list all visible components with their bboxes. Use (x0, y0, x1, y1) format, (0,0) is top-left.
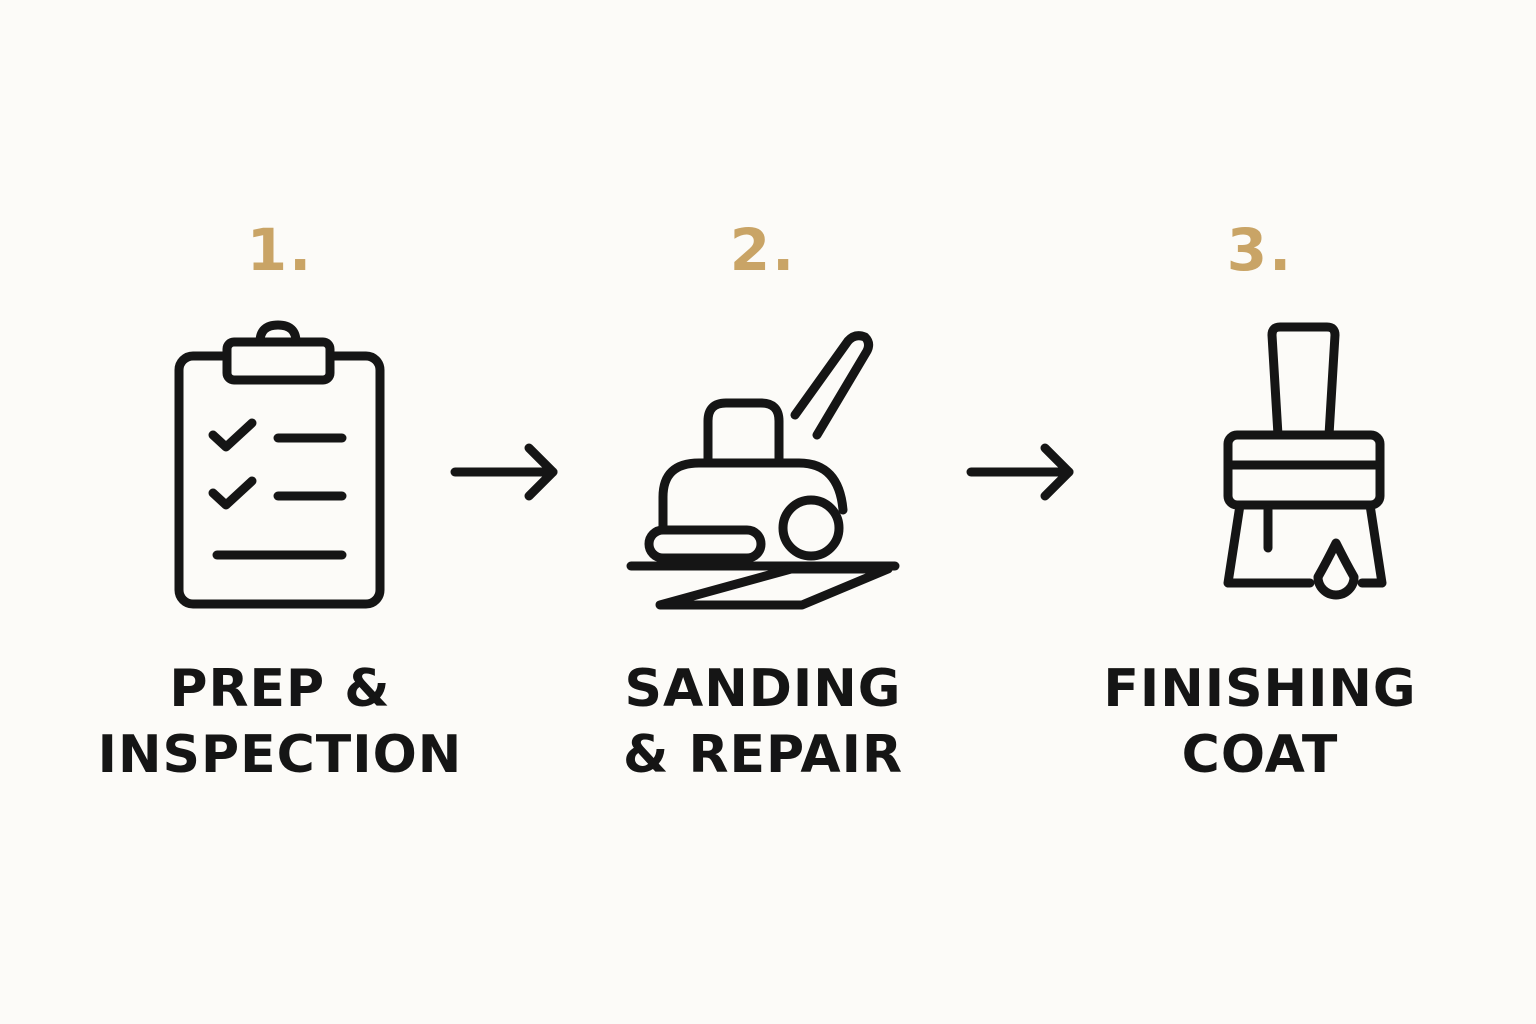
step-1-label-line2: INSPECTION (97, 725, 463, 785)
step-1-number: 1. (246, 216, 314, 284)
clipboard-checklist-icon (120, 315, 440, 625)
step-2-label: SANDING & REPAIR (553, 656, 973, 788)
step-3-label-line2: COAT (1181, 725, 1339, 785)
step-2-number: 2. (729, 216, 797, 284)
step-3: 3. FINISHING COAT (1050, 0, 1470, 1024)
arrow-right-icon (445, 440, 565, 504)
step-1: 1. PREP & INSPECTION (70, 0, 490, 1024)
step-2: 2. SANDING & REPAIR (553, 0, 973, 1024)
step-2-label-line1: SANDING (624, 659, 902, 719)
step-2-label-line2: & REPAIR (623, 725, 903, 785)
step-3-label: FINISHING COAT (1050, 656, 1470, 788)
arrow-right-icon (961, 440, 1081, 504)
step-3-number: 3. (1226, 216, 1294, 284)
step-3-label-line1: FINISHING (1103, 659, 1417, 719)
floor-sander-icon (603, 315, 923, 625)
paintbrush-drip-icon (1100, 315, 1420, 625)
step-1-label-line1: PREP & (169, 659, 391, 719)
step-1-label: PREP & INSPECTION (70, 656, 490, 788)
